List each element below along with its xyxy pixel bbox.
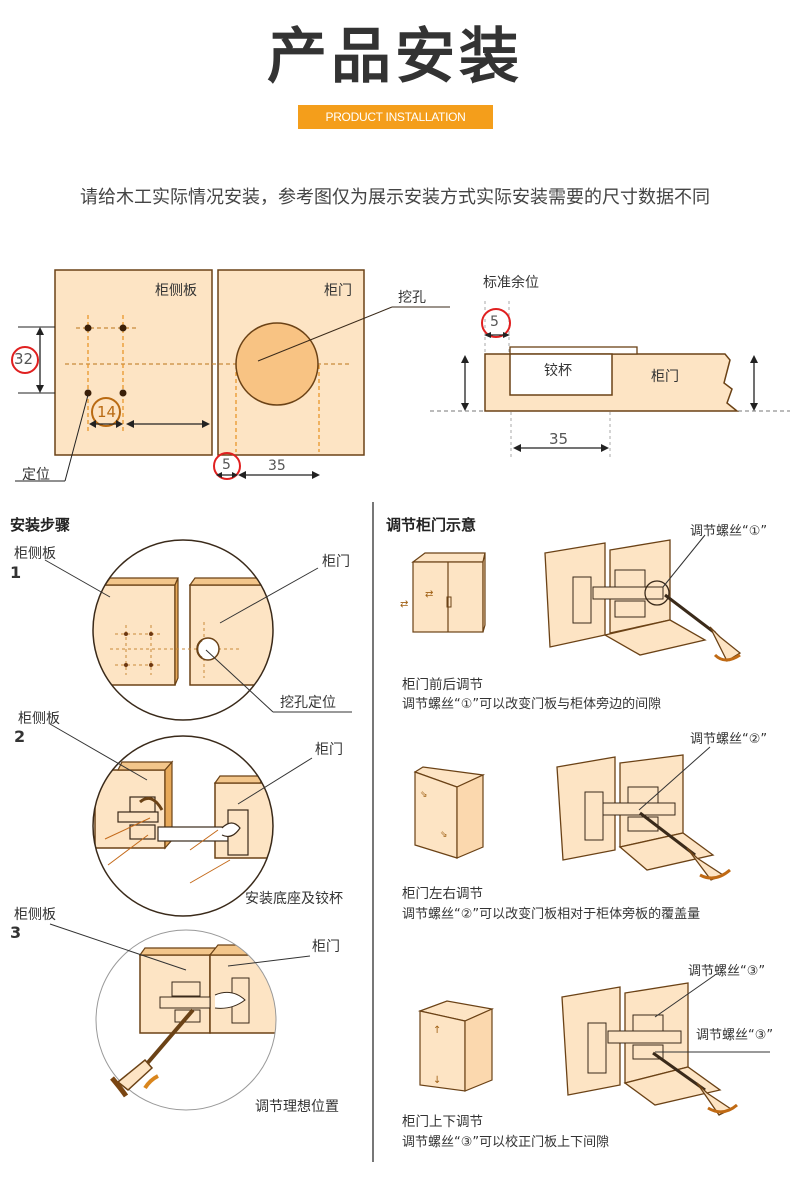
step2-caption: 安装底座及铰杯 (245, 891, 343, 907)
step1-door-label: 柜门 (322, 554, 350, 570)
dim-14-circle (91, 397, 121, 427)
svg-text:⇄: ⇄ (400, 599, 408, 610)
dim-32-value: 32 (14, 350, 34, 368)
adjust1-illustration: ⇄ ⇄ (400, 534, 742, 662)
svg-text:⇘: ⇘ (420, 790, 428, 800)
hinge-cup-shape (509, 353, 613, 396)
subtitle-badge: PRODUCT INSTALLATION (298, 105, 493, 129)
svg-text:⇘: ⇘ (440, 830, 448, 840)
step1-side-panel-label: 柜侧板 (14, 546, 56, 562)
page-title: 产品安装 (267, 22, 523, 92)
adjust1-desc: 调节螺丝“①”可以改变门板与柜体旁边的间隙 (402, 697, 662, 712)
standard-margin-label: 标准余位 (483, 275, 539, 291)
adjust2-heading: 柜门左右调节 (402, 886, 483, 902)
adjust-title: 调节柜门示意 (386, 516, 477, 534)
adjust2-screw-label: 调节螺丝“②” (690, 732, 768, 747)
dim-14-value: 14 (97, 403, 117, 421)
step3-illustration (49, 923, 311, 1111)
step2-illustration (49, 723, 313, 917)
dim-5-highlight (213, 452, 241, 480)
door-section-label: 柜门 (651, 369, 679, 385)
adjust1-heading: 柜门前后调节 (402, 677, 483, 693)
dim-5-value: 5 (222, 457, 231, 473)
dim-32-highlight (11, 346, 39, 374)
step2-zoom-circle (92, 735, 274, 917)
step1-illustration (44, 539, 352, 721)
adjust1-screw-label: 调节螺丝“①” (690, 524, 768, 539)
step2-number: 2 (14, 727, 26, 746)
step3-caption: 调节理想位置 (255, 1099, 339, 1115)
door-label: 柜门 (324, 283, 352, 299)
svg-text:↑: ↑ (433, 1025, 441, 1036)
step2-door-label: 柜门 (315, 742, 343, 758)
cup-35-value: 35 (549, 430, 569, 448)
adjust2-illustration: ⇘ ⇘ (413, 746, 731, 881)
margin-5-highlight (481, 308, 511, 338)
install-steps-title: 安装步骤 (10, 516, 71, 534)
dim-35-value: 35 (268, 458, 286, 474)
margin-5-value: 5 (490, 314, 499, 330)
locate-label: 定位 (22, 467, 50, 483)
step3-side-panel-label: 柜侧板 (14, 907, 56, 923)
svg-text:⇄: ⇄ (425, 589, 433, 600)
adjust3-screw-label: 调节螺丝“③” (688, 964, 766, 979)
cup-hole-shape (235, 322, 319, 406)
adjust3-illustration: ↑ ↓ (417, 974, 770, 1116)
side-section-diagram (430, 301, 790, 460)
svg-text:↓: ↓ (433, 1075, 441, 1086)
step1-caption: 挖孔定位 (280, 695, 336, 711)
step3-number: 3 (10, 923, 22, 942)
adjust3-heading: 柜门上下调节 (402, 1114, 483, 1130)
step3-zoom-circle (95, 929, 277, 1111)
section-divider (372, 502, 374, 1162)
step3-door-label: 柜门 (312, 939, 340, 955)
adjust3-screw-label-2: 调节螺丝“③” (696, 1028, 774, 1043)
hole-label: 挖孔 (398, 290, 426, 306)
side-panel-label: 柜侧板 (155, 283, 197, 299)
notice-text: 请给木工实际情况安装，参考图仅为展示安装方式实际安装需要的尺寸数据不同 (80, 187, 710, 208)
adjust2-desc: 调节螺丝“②”可以改变门板相对于柜体旁板的覆盖量 (402, 907, 701, 922)
step2-side-panel-label: 柜侧板 (18, 711, 60, 727)
step1-number: 1 (10, 563, 22, 582)
adjust3-desc: 调节螺丝“③”可以校正门板上下间隙 (402, 1135, 610, 1150)
drill-points (84, 324, 127, 397)
step1-zoom-circle (92, 539, 274, 721)
front-drilling-diagram (11, 269, 450, 482)
cup-label: 铰杯 (544, 363, 572, 379)
